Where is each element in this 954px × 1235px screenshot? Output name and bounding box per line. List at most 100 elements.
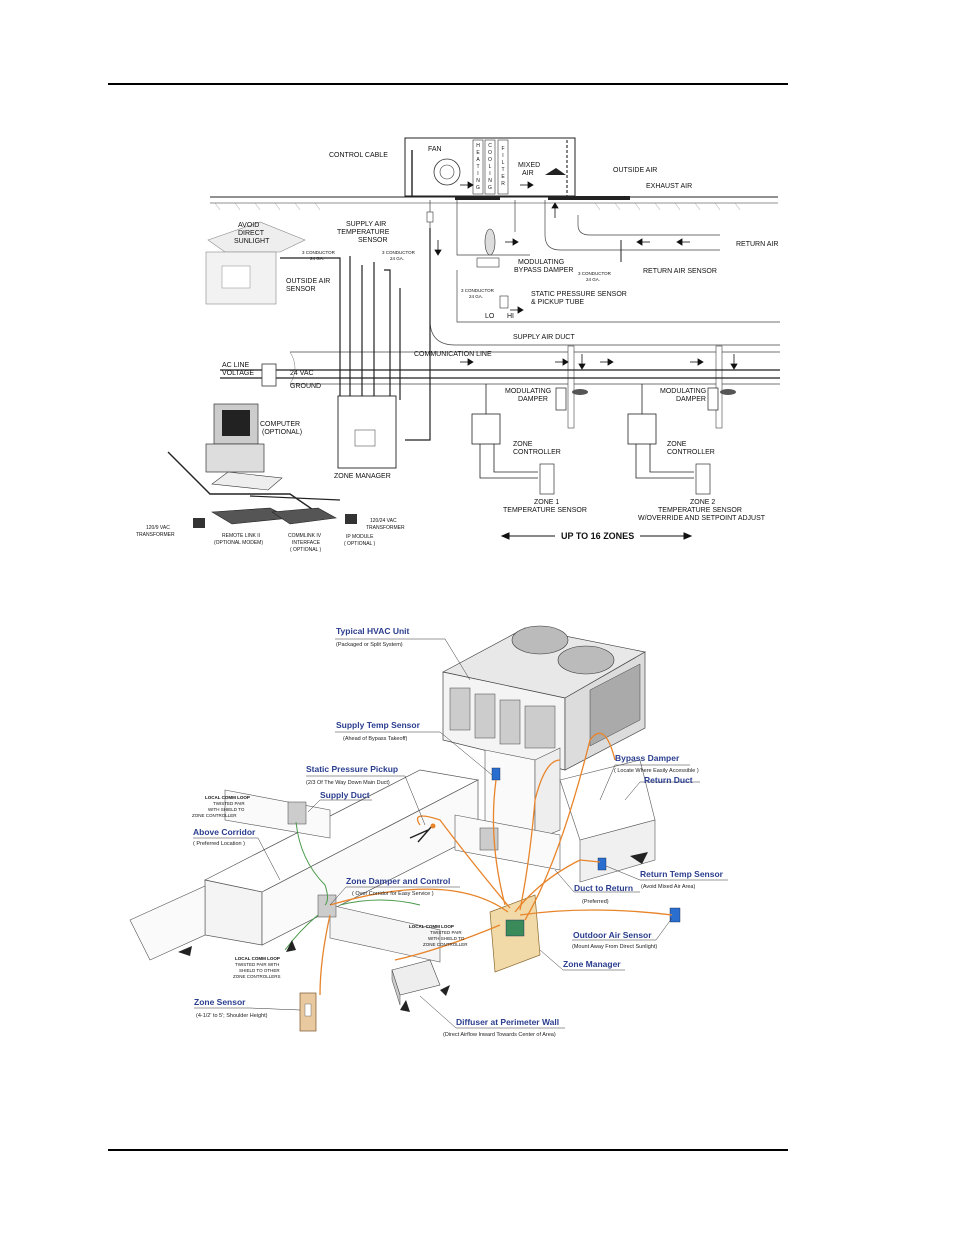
sat-2: SENSOR [358, 237, 388, 244]
supply-temp-sensor-icon [491, 767, 501, 781]
cool-2: O [488, 157, 492, 163]
label-outside-air: OUTSIDE AIR [613, 167, 657, 174]
callout-return-temp-sensor: Return Temp Sensor [640, 869, 724, 879]
lcl2-2: WITH SHIELD TO [428, 936, 465, 941]
filt-4: E [501, 174, 505, 180]
oas-1: SENSOR [286, 286, 316, 293]
heat-6: G [476, 185, 480, 191]
zc1-1: CONTROLLER [513, 449, 561, 456]
cool-1: O [488, 150, 492, 156]
callout-return-temp-sensor-sub: (Avoid Mixed Air Area) [641, 884, 695, 890]
callout-outdoor-air-sensor: Outdoor Air Sensor [573, 930, 652, 940]
comp-1: (OPTIONAL) [262, 429, 302, 436]
label-supply-air-duct: SUPPLY AIR DUCT [513, 334, 575, 341]
aclv-0: AC LINE [222, 362, 250, 369]
callout-zone-manager: Zone Manager [563, 959, 621, 969]
sat-0: SUPPLY AIR [346, 221, 386, 228]
callout-static-pressure-pickup-sub: (2/3 Of The Way Down Main Duct) [306, 780, 390, 786]
t9-1: TRANSFORMER [136, 532, 175, 538]
callout-duct-to-return-sub: (Preferred) [582, 899, 609, 905]
label-ground: GROUND [290, 383, 321, 390]
rl-0: REMOTE LINK II [222, 533, 260, 539]
label-fan: FAN [428, 146, 442, 153]
heat-1: E [476, 150, 480, 156]
lcl1-0: LOCAL COMM LOOP [205, 795, 250, 800]
cond-b-0: 3 CONDUCTOR [382, 250, 416, 255]
comp-0: COMPUTER [260, 421, 300, 428]
callout-outdoor-air-sensor-sub: (Mount Away From Direct Sunlight) [572, 944, 657, 950]
mbd-0: MODULATING [518, 259, 564, 266]
sps-0: STATIC PRESSURE SENSOR [531, 291, 627, 298]
callout-static-pressure-pickup: Static Pressure Pickup [306, 764, 398, 774]
cool-5: N [488, 178, 492, 184]
cool-6: G [488, 185, 492, 191]
sun-1: DIRECT [238, 230, 265, 237]
cl-2: ( OPTIONAL ) [290, 547, 322, 553]
md1-0: MODULATING [505, 388, 551, 395]
cool-0: C [488, 143, 492, 149]
callout-supply-temp-sensor-sub: (Ahead of Bypass Takeoff) [343, 736, 407, 742]
callout-bypass-damper: Bypass Damper [615, 753, 680, 763]
t24-0: 120/24 VAC [370, 518, 397, 524]
lcl3-1: TWISTED PAIR WITH [235, 962, 279, 967]
lcl1-2: WITH SHIELD TO [208, 807, 245, 812]
z2-2: W/OVERRIDE AND SETPOINT ADJUST [638, 515, 766, 522]
lcl1-3: ZONE CONTROLLER [192, 813, 237, 818]
ip-1: ( OPTIONAL ) [344, 541, 376, 547]
lcl2-3: ZONE CONTROLLER [423, 942, 468, 947]
lcl2-1: TWISTED PAIR [430, 930, 462, 935]
label-24vac: 24 VAC [290, 370, 314, 377]
heat-2: A [476, 157, 480, 163]
callout-above-corridor: Above Corridor [193, 827, 256, 837]
heat-5: N [476, 178, 480, 184]
md1-1: DAMPER [518, 396, 548, 403]
filt-3: T [501, 167, 504, 173]
lcl1-1: TWISTED PAIR [213, 801, 245, 806]
zones-arrow [500, 532, 693, 540]
label-zone-manager-top: ZONE MANAGER [334, 473, 391, 480]
cond-b-1: 24 GA. [390, 256, 404, 261]
mixed-air-0: MIXED [518, 162, 540, 169]
sun-2: SUNLIGHT [234, 238, 270, 245]
label-control-cable: CONTROL CABLE [329, 152, 388, 159]
top-schematic: CONTROL CABLE FAN H E A T I N G C O O L … [136, 137, 780, 553]
callout-typical-hvac-unit-sub: (Packaged or Split System) [336, 642, 403, 648]
md2-1: DAMPER [676, 396, 706, 403]
condenser-fan-icon [511, 625, 569, 655]
z2-1: TEMPERATURE SENSOR [658, 507, 742, 514]
sat-1: TEMPERATURE [337, 229, 390, 236]
callout-above-corridor-sub: ( Preferred Location ) [193, 841, 245, 847]
heat-0: H [476, 143, 480, 149]
label-up-to-16-zones: UP TO 16 ZONES [561, 531, 634, 541]
lcl3-3: ZONE CONTROLLERS [233, 974, 281, 979]
cond-d-0: 3 CONDUCTOR [461, 288, 495, 293]
label-return-air: RETURN AIR [736, 241, 778, 248]
zc1-0: ZONE [513, 441, 533, 448]
callout-bypass-damper-sub: ( Locate Where Easily Accessible ) [614, 768, 699, 774]
callout-typical-hvac-unit: Typical HVAC Unit [336, 626, 410, 636]
bypass-sensor-icon [597, 857, 607, 871]
callout-return-duct: Return Duct [644, 775, 693, 785]
cond-c-1: 24 GA. [586, 277, 600, 282]
t9-0: 120/9 VAC [146, 525, 170, 531]
mixed-air-1: AIR [522, 170, 534, 177]
mbd-1: BYPASS DAMPER [514, 267, 573, 274]
callout-zone-damper-control: Zone Damper and Control [346, 876, 450, 886]
aclv-1: VOLTAGE [222, 370, 254, 377]
condenser-fan-icon-2 [557, 645, 615, 675]
filt-5: R [501, 181, 505, 187]
rl-1: (OPTIONAL MODEM) [214, 540, 263, 546]
cl-1: INTERFACE [292, 540, 321, 546]
z1-0: ZONE 1 [534, 499, 559, 506]
label-hi: HI [507, 313, 514, 320]
heat-3: T [476, 164, 479, 170]
callout-diffuser-sub: (Direct Airflow Inward Towards Center of… [443, 1032, 556, 1038]
filt-0: F [501, 146, 504, 152]
sun-0: AVOID [238, 222, 259, 229]
z2-0: ZONE 2 [690, 499, 715, 506]
lcl2-0: LOCAL COMM LOOP [409, 924, 454, 929]
zc2-0: ZONE [667, 441, 687, 448]
callout-supply-duct: Supply Duct [320, 790, 370, 800]
callout-zone-sensor: Zone Sensor [194, 997, 246, 1007]
